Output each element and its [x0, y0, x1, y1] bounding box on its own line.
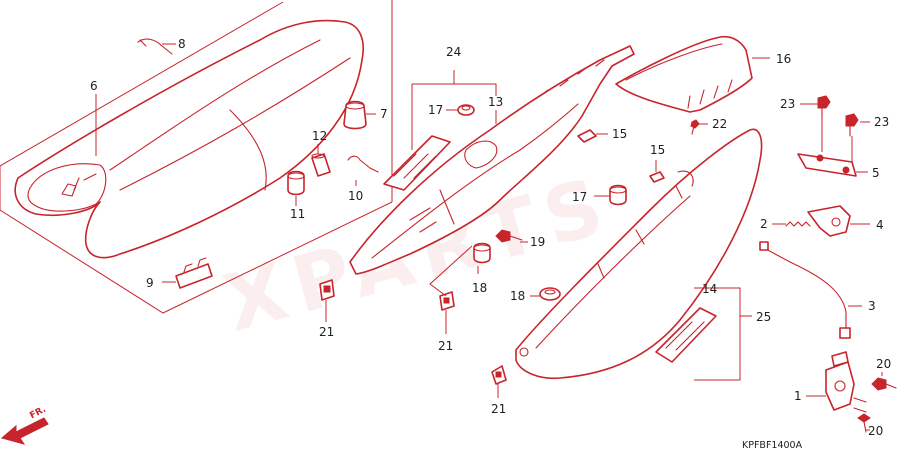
side-emblem[interactable]: [655, 307, 717, 363]
callout-25: 25: [756, 310, 771, 324]
grommet-18-b[interactable]: [539, 287, 561, 301]
callout-15-b: 15: [650, 143, 665, 157]
callout-12: 12: [312, 129, 327, 143]
cowl-group-box: [411, 83, 497, 150]
leader-lines: [95, 43, 883, 431]
callout-labels: 24 13 6 8 7 12 10 11 9 16 17 15 22 15 17…: [90, 37, 891, 438]
callout-6: 6: [90, 79, 98, 93]
bolt-23-a[interactable]: [817, 95, 831, 119]
side-cover[interactable]: [515, 128, 763, 380]
callout-1: 1: [794, 389, 802, 403]
callout-21-b: 21: [438, 339, 453, 353]
clip-nut-21-a[interactable]: [319, 279, 335, 301]
callout-11: 11: [290, 207, 305, 221]
arrow-icon: [0, 417, 49, 445]
callout-20-b: 20: [868, 424, 883, 438]
seat-cushion-small[interactable]: [287, 170, 305, 196]
callout-10: 10: [348, 189, 363, 203]
callout-5: 5: [872, 166, 880, 180]
callout-16: 16: [776, 52, 791, 66]
front-direction-arrow: FR.: [0, 405, 49, 445]
callout-18-a: 18: [472, 281, 487, 295]
callout-9: 9: [146, 276, 154, 290]
callout-20-a: 20: [876, 357, 891, 371]
clip-15-b[interactable]: [649, 171, 665, 183]
seat-cushion-rubber[interactable]: [343, 100, 367, 130]
callout-14: 14: [702, 282, 717, 296]
grommet-upper[interactable]: [457, 104, 475, 116]
rear-grab-cover[interactable]: [615, 35, 753, 113]
callout-21-c: 21: [491, 402, 506, 416]
callout-4: 4: [876, 218, 884, 232]
bolt-20-b[interactable]: [857, 413, 871, 433]
callout-17-b: 17: [572, 190, 587, 204]
spring[interactable]: [785, 221, 811, 227]
callout-2: 2: [760, 217, 768, 231]
collar[interactable]: [311, 153, 331, 177]
seat-group-box: [0, 0, 393, 314]
callout-23-b: 23: [874, 115, 889, 129]
cowl-decal[interactable]: [383, 135, 451, 191]
seat-lock[interactable]: [825, 351, 867, 413]
grommet-18-a[interactable]: [473, 242, 491, 264]
bolt-23-b[interactable]: [845, 113, 859, 137]
bolt-22[interactable]: [690, 119, 700, 135]
callout-17-a: 17: [428, 103, 443, 117]
callout-21-a: 21: [319, 325, 334, 339]
seat-latch[interactable]: [807, 205, 851, 237]
bolt-20-a[interactable]: [871, 377, 897, 391]
diagram-code: KPFBF1400A: [742, 440, 803, 451]
side-decal-box: [694, 287, 752, 381]
callout-23-a: 23: [780, 97, 795, 111]
clip-nut-21-b[interactable]: [439, 291, 455, 311]
lock-bracket-5[interactable]: [797, 153, 857, 177]
callout-13: 13: [488, 95, 503, 109]
rear-cowl[interactable]: [349, 45, 635, 275]
lock-cable[interactable]: [759, 241, 851, 339]
callout-8: 8: [178, 37, 186, 51]
callout-3: 3: [868, 299, 876, 313]
wire-clip[interactable]: [137, 38, 173, 55]
callout-7: 7: [380, 107, 388, 121]
clip-15-a[interactable]: [577, 129, 597, 143]
bolt-19[interactable]: [495, 229, 523, 243]
seat-lock-bracket[interactable]: [175, 257, 213, 289]
callout-18-b: 18: [510, 289, 525, 303]
grommet-right[interactable]: [609, 184, 627, 206]
seat-hook[interactable]: [347, 155, 379, 173]
callout-24: 24: [446, 45, 461, 59]
callout-22: 22: [712, 117, 727, 131]
callout-19: 19: [530, 235, 545, 249]
callout-15-a: 15: [612, 127, 627, 141]
clip-nut-21-c[interactable]: [491, 365, 507, 385]
seat[interactable]: [14, 19, 364, 259]
